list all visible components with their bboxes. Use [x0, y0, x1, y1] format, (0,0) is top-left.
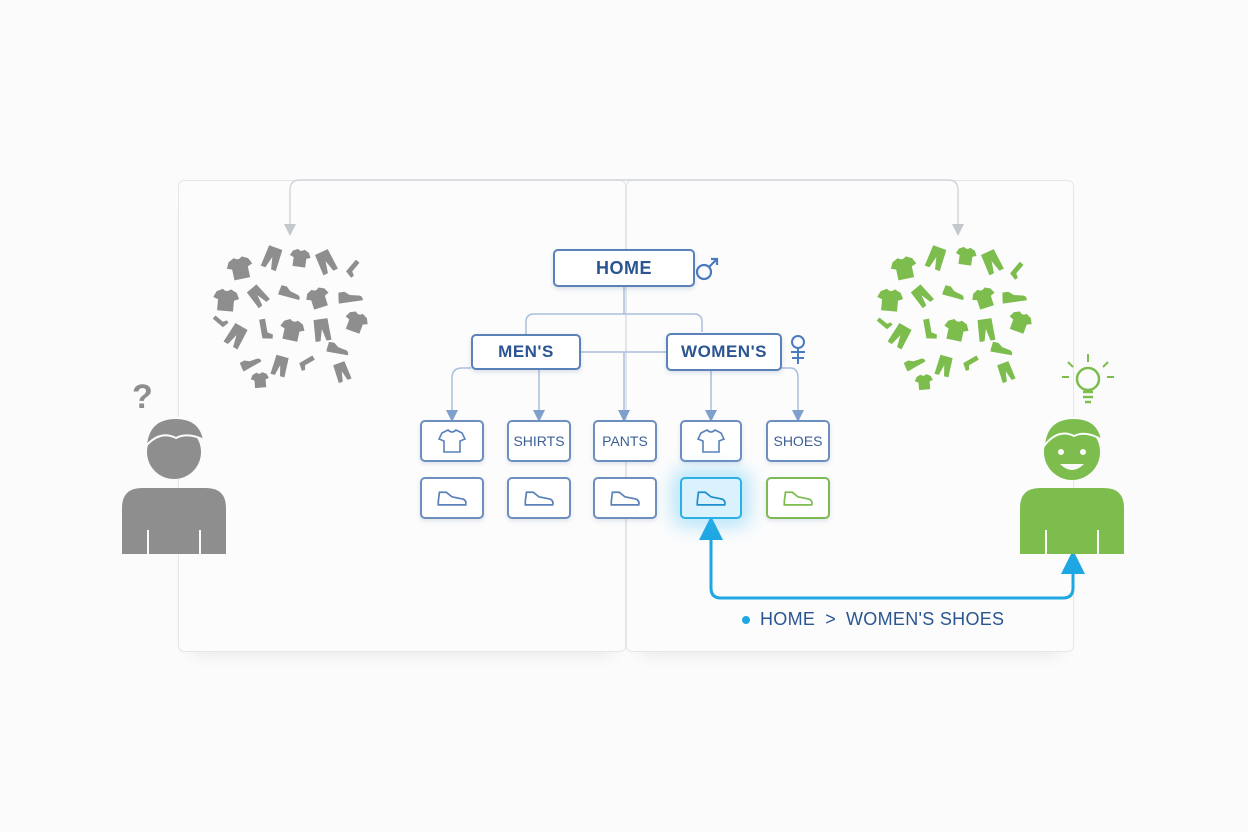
tile-mens-shirts[interactable]: SHIRTS	[507, 420, 571, 462]
tile-shoes-label: SHOES	[773, 433, 823, 449]
node-womens-label: WOMEN'S	[681, 342, 767, 361]
tile-pants[interactable]: PANTS	[593, 420, 657, 462]
person-lightbulb-icon	[1020, 354, 1124, 554]
breadcrumb-dot	[742, 615, 750, 624]
tile-shoe-2[interactable]	[507, 477, 571, 519]
person-question-icon: ?	[122, 378, 226, 554]
breadcrumb-item-womens-shoes[interactable]: WOMEN'S SHOES	[846, 609, 1005, 629]
tile-womens-shoes-selected[interactable]	[680, 477, 742, 519]
node-home-label: HOME	[596, 257, 652, 278]
node-home[interactable]: HOME	[553, 249, 695, 287]
green-clothing-cluster	[876, 244, 1035, 391]
sneaker-icon	[696, 491, 726, 506]
breadcrumb-separator: >	[825, 609, 837, 629]
tile-shoe-green[interactable]	[766, 477, 830, 519]
tile-womens-shirt[interactable]	[680, 420, 742, 462]
sneaker-icon	[610, 491, 640, 506]
tshirt-icon	[438, 429, 466, 453]
node-womens[interactable]: WOMEN'S	[666, 333, 782, 371]
node-mens-label: MEN'S	[498, 342, 554, 361]
breadcrumb-item-home[interactable]: HOME	[760, 609, 816, 629]
tshirt-icon	[697, 429, 725, 453]
tile-shirts-label: SHIRTS	[513, 433, 565, 449]
tile-shoes[interactable]: SHOES	[766, 420, 830, 462]
sneaker-icon	[783, 491, 813, 506]
sneaker-icon	[437, 491, 467, 506]
tile-shoe-1[interactable]	[420, 477, 484, 519]
tile-mens-shirt[interactable]	[420, 420, 484, 462]
left-panel	[178, 180, 626, 652]
tile-pants-label: PANTS	[602, 433, 648, 449]
gray-clothing-cluster	[212, 244, 371, 389]
female-symbol-icon	[791, 335, 805, 364]
sneaker-icon	[524, 491, 554, 506]
right-panel	[626, 180, 1074, 652]
male-symbol-icon	[695, 257, 719, 281]
svg-text:?: ?	[132, 378, 153, 416]
tile-shoe-3[interactable]	[593, 477, 657, 519]
node-mens[interactable]: MEN'S	[471, 334, 581, 370]
breadcrumb: HOME > WOMEN'S SHOES	[742, 609, 1004, 630]
